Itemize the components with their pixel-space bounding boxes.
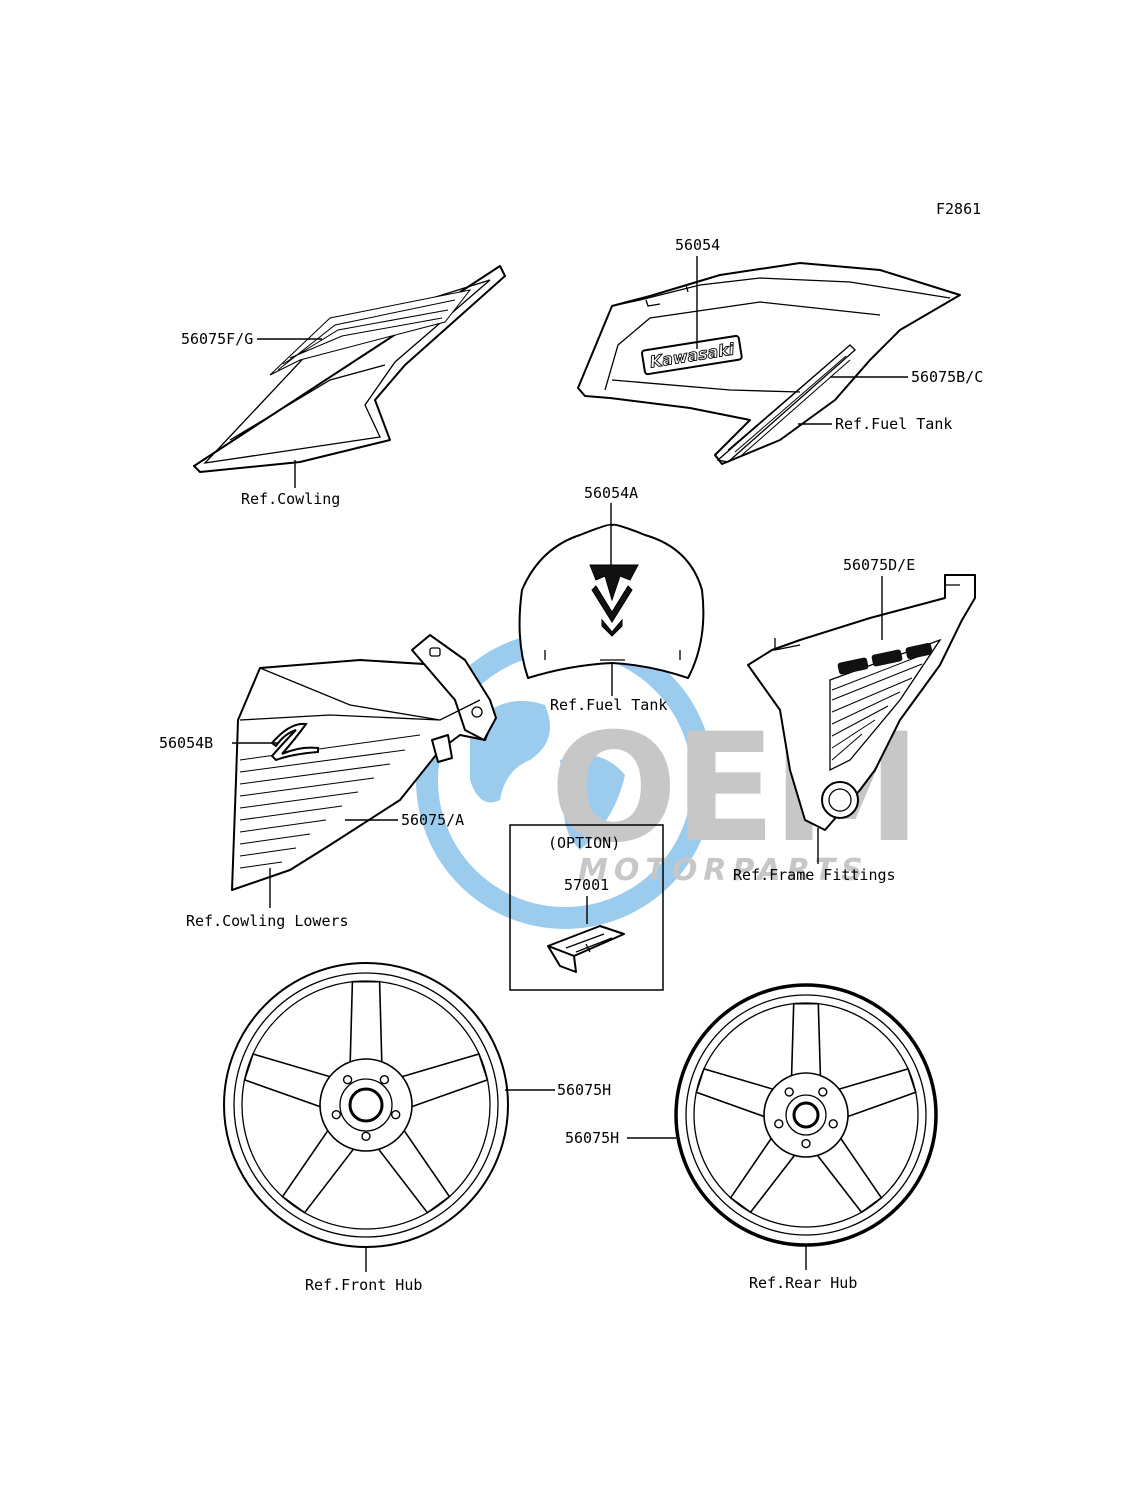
bracket-clip-icon [547,925,625,973]
tank-ref-label: Ref.Fuel Tank [835,415,952,433]
lower-cowl-ref-label: Ref.Cowling Lowers [186,912,349,930]
option-title: (OPTION) [548,834,620,852]
lower-cowl-panel-lines [239,667,481,721]
lower-cowl-bracket [411,634,497,741]
lower-cowl-part [231,634,497,891]
tank-stripe-label: 56075B/C [911,368,983,386]
z-chevron-emblem-icon [589,564,639,637]
side-panel-part [747,574,976,831]
front-wheel-bolt [361,1131,371,1142]
rear-wheel-bolt [828,1119,838,1129]
front-wheel-part-label: 56075H [557,1081,611,1099]
front-cowl-ref-label: Ref.Cowling [241,490,340,508]
front-wheel-rim-inner [233,972,499,1238]
side-panel-part-label: 56075D/E [843,556,915,574]
fuel-tank-outline [577,262,961,465]
rear-wheel-rim-inner [685,994,927,1236]
side-panel-outline [747,574,976,831]
fuel-tank-side-part: Kawasaki [577,262,961,465]
fuel-tank-top-part [518,523,705,679]
front-wheel-bolt [342,1074,353,1085]
tank-top-outline [518,523,705,679]
front-cowl-edge [229,364,386,441]
watermark-globe-land-2 [560,755,625,850]
rear-wheel-axle [792,1101,820,1129]
tank-top-fittings [544,650,681,661]
z-chevron-emblem-mid [591,585,633,623]
option-part-label: 57001 [564,876,609,894]
fuel-tank-tabs [645,284,689,307]
rear-wheel-ref-label: Ref.Rear Hub [749,1274,857,1292]
z-chevron-emblem-top [589,564,639,602]
side-panel-tabs [774,584,960,651]
bracket-clip-details [565,933,613,953]
lower-cowl-bracket-hole [471,706,483,718]
rear-wheel-part-label: 56075H [565,1129,619,1147]
front-wheel-part [223,962,509,1248]
front-cowl-decal [269,289,472,376]
lower-cowl-tab [431,734,453,763]
side-panel-grommet [821,781,859,819]
front-wheel-spokes [243,980,489,1214]
rear-wheel-bolt [784,1087,794,1097]
z-chevron-emblem-bottom [601,618,623,637]
front-wheel-bolt [391,1109,401,1120]
watermark-tagline: MOTORPARTS [578,853,869,888]
front-wheel-ref-label: Ref.Front Hub [305,1276,422,1294]
side-panel-stripes [831,651,931,761]
rear-wheel-spokes [695,1002,917,1214]
fuel-tank-stripe-lines [727,351,851,456]
front-wheel-spoke [349,980,383,1063]
rear-wheel-hub-ring [785,1094,827,1136]
rear-wheel-spoke [790,1002,822,1077]
figure-code: F2861 [936,200,981,218]
side-panel-badge-1 [837,657,869,675]
front-cowl-part [193,265,506,473]
rear-wheel-bolts [774,1087,838,1149]
fuel-tank-top-line [611,277,951,307]
front-wheel-hub-ring [339,1078,393,1132]
tank-top-logo-label: 56054A [584,484,638,502]
fuel-tank-panel-lines [604,301,881,393]
kawasaki-logo-box [641,334,743,376]
z-letter-emblem-shape [270,722,319,762]
side-panel-badge-2 [871,649,903,667]
lower-cowl-bracket-slot [429,647,441,657]
front-wheel-axle [348,1087,384,1123]
kawasaki-logo-decal: Kawasaki [641,334,743,376]
z-letter-emblem-icon [270,722,319,762]
lower-cowl-stripe-label: 56075/A [401,811,464,829]
front-wheel-bolt [379,1074,390,1085]
rear-wheel-bolt [801,1138,811,1149]
lower-cowl-logo-label: 56054B [159,734,213,752]
bracket-clip-leg [547,945,577,973]
option-box: (OPTION) 57001 [509,824,664,991]
side-panel-ref-label: Ref.Frame Fittings [733,866,896,884]
front-wheel-bolt [331,1109,341,1120]
front-cowl-part-label: 56075F/G [181,330,253,348]
tank-logo-label: 56054 [675,236,720,254]
rear-wheel-bolt [774,1119,784,1129]
side-panel-grommet-inner [828,788,852,812]
lower-cowl-stripes [239,734,421,869]
rear-wheel-bolt [818,1087,828,1097]
side-panel-badge-3 [905,642,933,660]
option-box-frame [509,824,664,991]
rear-wheel-part [674,983,938,1247]
tank-top-ref-label: Ref.Fuel Tank [550,696,667,714]
front-cowl-decal-stripes [277,299,456,371]
front-wheel-bolts [331,1074,401,1142]
